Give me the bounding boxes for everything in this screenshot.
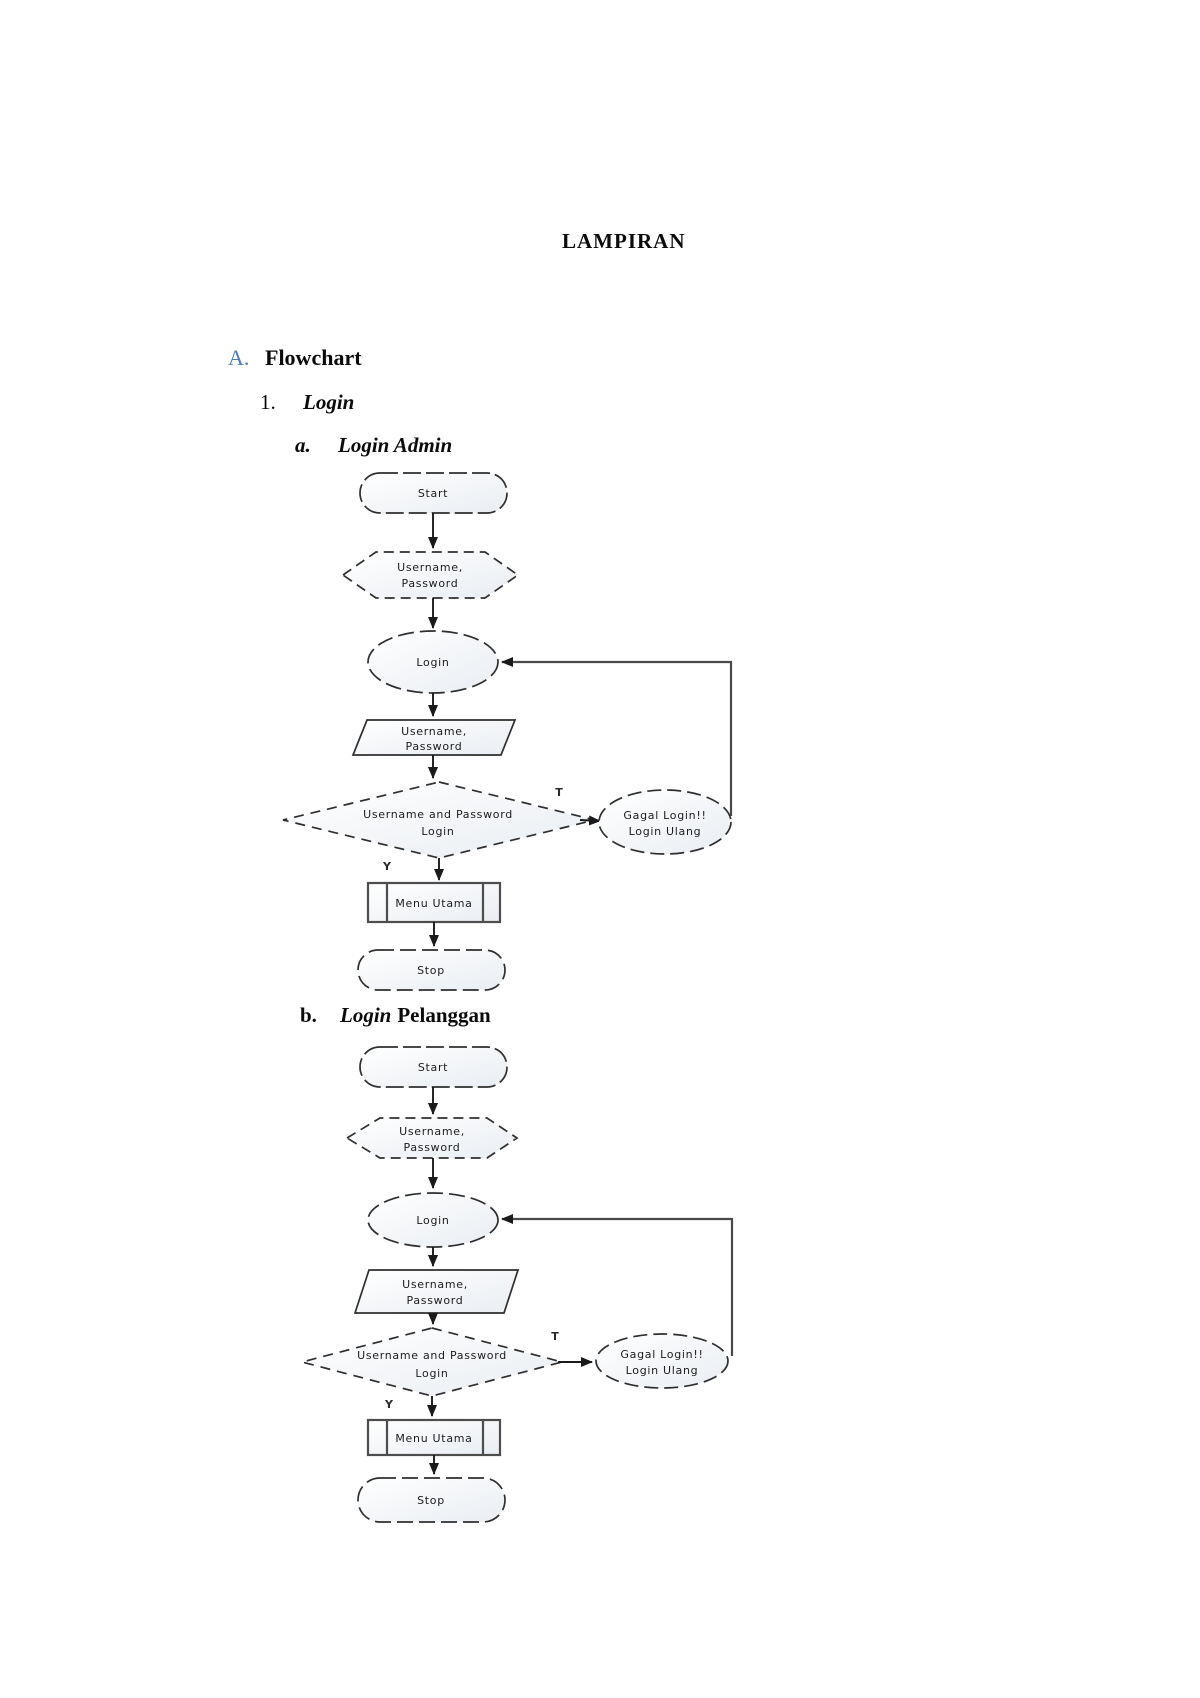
branch-yes-label: Y [384, 1398, 394, 1411]
node-decision-line2: Login [415, 1367, 448, 1380]
node-menu-utama [366, 1418, 502, 1457]
loop-edge-fail-to-login [501, 1214, 734, 1356]
node-input-line2: Password [402, 577, 459, 590]
node-decision-line2: Login [421, 825, 454, 838]
node-menu-label: Menu Utama [395, 897, 472, 910]
node-data-username-password [353, 1269, 520, 1314]
node-input-line2: Password [404, 1141, 461, 1154]
node-fail-message [598, 789, 732, 855]
loop-edge-fail-to-login [501, 657, 733, 816]
subsection-label: Login [303, 390, 355, 414]
node-input-username-password [345, 1117, 519, 1159]
node-stop [357, 1477, 506, 1523]
node-input-line1: Username, [399, 1125, 465, 1138]
flowchart-login-admin: Start Username, Password Login Username,… [282, 472, 733, 991]
node-fail-message [595, 1333, 729, 1389]
node-login-label: Login [416, 656, 449, 669]
node-data-line2: Password [407, 1294, 464, 1307]
node-decision-line1: Username and Password [363, 808, 513, 821]
item-a-marker: a. [295, 433, 311, 457]
node-fail-line2: Login Ulang [626, 1364, 699, 1377]
subsection-marker: 1. [260, 390, 276, 414]
edge-decision-fail [579, 815, 601, 826]
item-a-heading: a. Login Admin [295, 433, 452, 458]
node-fail-line2: Login Ulang [629, 825, 702, 838]
item-b-marker: b. [300, 1003, 317, 1027]
node-start-label: Start [418, 1061, 448, 1074]
item-b-label-regular: Pelanggan [397, 1003, 491, 1027]
branch-yes-label: Y [382, 860, 392, 873]
item-a-label: Login Admin [338, 433, 453, 457]
branch-no-label: T [551, 1330, 559, 1343]
node-input-username-password [341, 551, 520, 599]
node-input-line1: Username, [397, 561, 463, 574]
node-data-line1: Username, [401, 725, 467, 738]
node-fail-line1: Gagal Login!! [620, 1348, 703, 1361]
section-marker: A. [228, 345, 250, 370]
node-stop-label: Stop [417, 964, 445, 977]
node-stop-label: Stop [417, 1494, 445, 1507]
node-stop [357, 949, 506, 991]
flowchart-login-pelanggan: Start Username, Password Login Username,… [298, 1046, 734, 1523]
branch-no-label: T [555, 786, 563, 799]
node-data-username-password [351, 719, 517, 756]
node-decision-line1: Username and Password [357, 1349, 507, 1362]
page-title: LAMPIRAN [562, 229, 686, 253]
section-label: Flowchart [265, 345, 362, 370]
subsection-heading: 1. Login [260, 390, 354, 415]
section-heading: A. Flowchart [228, 345, 362, 371]
node-menu-label: Menu Utama [395, 1432, 472, 1445]
node-login-label: Login [416, 1214, 449, 1227]
node-decision-login [282, 781, 596, 859]
node-data-line2: Password [406, 740, 463, 753]
node-start-label: Start [418, 487, 448, 500]
item-b-label-italic: Login [340, 1003, 392, 1027]
node-data-line1: Username, [402, 1278, 468, 1291]
node-fail-line1: Gagal Login!! [623, 809, 706, 822]
node-decision-login [298, 1327, 566, 1397]
